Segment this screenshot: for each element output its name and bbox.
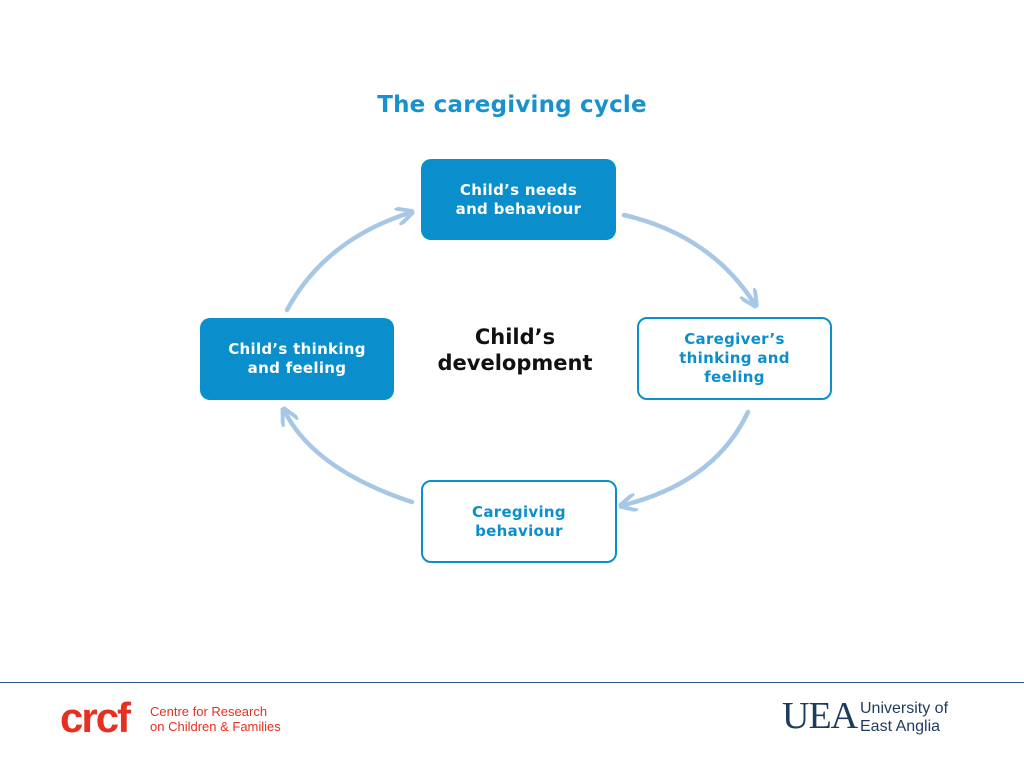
crcf-name: Centre for Research on Children & Famili… — [150, 704, 281, 734]
arrow-top-to-right — [621, 212, 754, 303]
uea-name: University of East Anglia — [860, 700, 949, 735]
arrow-right-to-bottom — [624, 409, 751, 505]
crcf-logo: crcf — [60, 694, 131, 741]
center-label: Child’s development — [437, 325, 593, 375]
node-childs-thinking: Child’s thinking and feeling — [200, 318, 394, 400]
arrow-left-to-top — [284, 213, 409, 313]
footer-divider — [0, 682, 1024, 683]
uea-logo: UEA — [782, 695, 858, 737]
node-caregiving-behaviour: Caregiving behaviour — [421, 480, 617, 563]
node-caregivers-thinking: Caregiver’s thinking and feeling — [637, 317, 832, 400]
node-childs-needs: Child’s needs and behaviour — [421, 159, 616, 240]
arrow-bottom-to-left — [285, 412, 415, 505]
diagram-title: The caregiving cycle — [377, 92, 647, 118]
